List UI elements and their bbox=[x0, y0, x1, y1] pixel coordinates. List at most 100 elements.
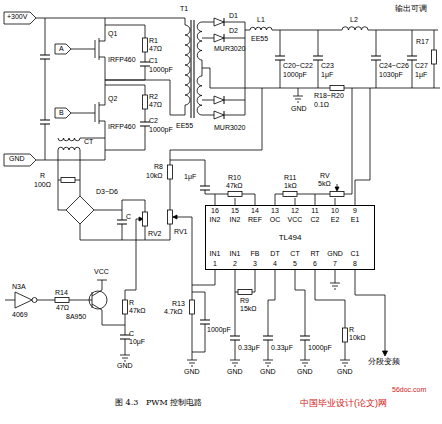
component-label: IRFP460 bbox=[108, 123, 136, 130]
component-label: 8A950 bbox=[66, 313, 86, 320]
pin-label: C1 bbox=[351, 250, 360, 257]
component-label: 输出可调 bbox=[395, 5, 427, 13]
pin-label: 7 bbox=[333, 260, 337, 267]
component-label: RV bbox=[320, 172, 330, 179]
pin-label: GND bbox=[327, 250, 343, 257]
component-label: GND bbox=[117, 362, 133, 369]
component-label: C bbox=[126, 213, 131, 220]
component-label: R18~R20 bbox=[314, 92, 344, 99]
component-label: R11 bbox=[284, 174, 296, 181]
wire bbox=[58, 150, 145, 240]
component-symbols bbox=[275, 56, 285, 60]
wire bbox=[202, 22, 440, 115]
pin-label: FB bbox=[251, 250, 260, 257]
component-label: C27 bbox=[415, 62, 428, 69]
component-symbols bbox=[187, 360, 197, 366]
component-symbols bbox=[168, 165, 173, 179]
wire bbox=[5, 219, 136, 355]
component-symbols bbox=[343, 328, 348, 342]
pin-label: 15 bbox=[231, 207, 239, 214]
wire bbox=[280, 30, 434, 96]
component-label: C23 bbox=[321, 62, 334, 69]
component-symbols bbox=[200, 320, 210, 324]
component-symbols bbox=[123, 300, 128, 314]
component-label: 47Ω bbox=[149, 45, 162, 52]
component-symbols bbox=[432, 50, 437, 64]
component-label: C bbox=[129, 330, 134, 337]
component-symbols bbox=[190, 300, 195, 314]
wire bbox=[80, 88, 352, 285]
pin-label: IN1 bbox=[230, 250, 241, 257]
component-label: IRFP460 bbox=[108, 56, 136, 63]
wire bbox=[105, 25, 185, 150]
component-label: R9 bbox=[240, 297, 249, 304]
component-symbols bbox=[55, 298, 69, 303]
component-symbols bbox=[40, 55, 50, 59]
component-symbols bbox=[238, 290, 252, 295]
pin-label: 16 bbox=[211, 207, 219, 214]
watermark: 中国毕业设计(论文)网 bbox=[300, 399, 387, 408]
component-symbols bbox=[40, 120, 50, 124]
pin-label: 8 bbox=[353, 260, 357, 267]
pin-label: 2 bbox=[233, 260, 237, 267]
wire bbox=[4, 12, 71, 166]
component-label: 1000pF bbox=[149, 126, 173, 133]
pin-label: 6 bbox=[313, 260, 317, 267]
component-label: Q2 bbox=[108, 95, 117, 102]
component-symbols bbox=[120, 355, 130, 361]
component-label: L2 bbox=[350, 16, 358, 23]
wire bbox=[197, 22, 202, 115]
component-label: 47kΩ bbox=[129, 307, 146, 314]
component-label: GND bbox=[227, 368, 243, 375]
component-label: 1000pF bbox=[207, 326, 231, 333]
pin-label: 13 bbox=[271, 207, 279, 214]
component-symbols bbox=[330, 283, 340, 289]
component-label: 分段变频 bbox=[368, 358, 400, 366]
component-label: R14 bbox=[55, 289, 68, 296]
wire bbox=[191, 20, 194, 118]
component-label: 1000pF bbox=[283, 71, 307, 78]
pin-label: RT bbox=[310, 250, 319, 257]
ic-name: TL494 bbox=[206, 234, 374, 242]
component-label: R2 bbox=[149, 93, 158, 100]
component-label: 47Ω bbox=[149, 101, 162, 108]
component-label: R bbox=[129, 299, 134, 306]
component-symbols bbox=[214, 18, 224, 26]
component-label: R bbox=[349, 326, 354, 333]
component-label: 1μF bbox=[184, 173, 196, 180]
component-symbols bbox=[293, 96, 303, 102]
component-label: GND bbox=[9, 155, 25, 162]
component-label: L1 bbox=[257, 16, 265, 23]
component-symbols bbox=[330, 86, 344, 91]
wire bbox=[32, 298, 37, 303]
component-symbols bbox=[61, 178, 75, 183]
arrow-head bbox=[335, 184, 339, 191]
component-label: 1μF bbox=[415, 71, 427, 78]
component-label: MUR3020 bbox=[214, 45, 246, 52]
component-label: 5kΩ bbox=[318, 180, 331, 187]
component-label: GND bbox=[337, 368, 353, 375]
component-label: C24~C26 bbox=[379, 62, 409, 69]
component-label: 100Ω bbox=[34, 181, 51, 188]
component-symbols bbox=[140, 122, 150, 126]
component-symbols bbox=[168, 210, 173, 224]
component-label: 10kΩ bbox=[146, 172, 163, 179]
component-symbols bbox=[330, 192, 344, 197]
component-symbols bbox=[263, 360, 273, 366]
component-label: +300V bbox=[7, 13, 27, 20]
component-label: 4.7kΩ bbox=[164, 308, 182, 315]
pin-label: IN2 bbox=[230, 216, 241, 223]
component-symbols bbox=[117, 220, 127, 224]
pin-label: REF bbox=[248, 216, 262, 223]
component-symbols bbox=[120, 335, 130, 339]
watermark: 56doc.com bbox=[392, 386, 426, 393]
component-symbols bbox=[143, 212, 148, 226]
arrow-head bbox=[136, 184, 388, 356]
component-label: 4069 bbox=[12, 311, 28, 318]
pin-label: IN2 bbox=[210, 216, 221, 223]
pin-label: IN1 bbox=[210, 250, 221, 257]
wire bbox=[4, 12, 440, 360]
pin-label: 9 bbox=[353, 207, 357, 214]
pin-label: VCC bbox=[288, 216, 303, 223]
